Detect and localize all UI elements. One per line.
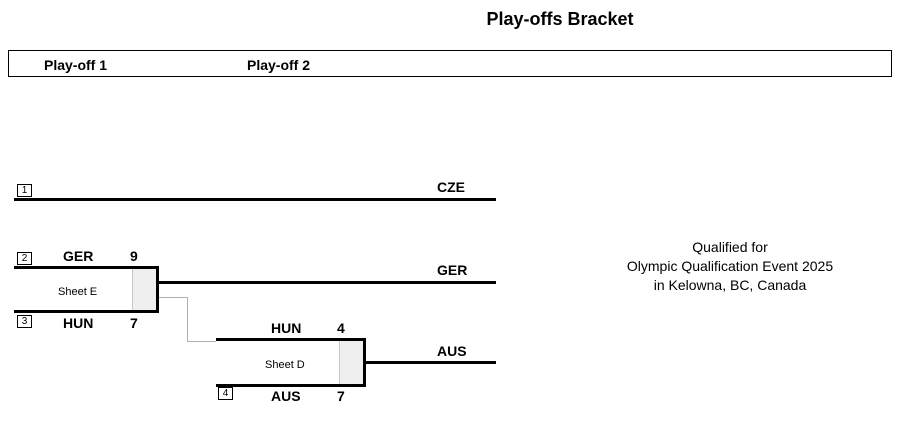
- round-label-playoff-1: Play-off 1: [44, 57, 108, 73]
- qualified-note-line-3: in Kelowna, BC, Canada: [653, 277, 807, 293]
- match2-box: Sheet D: [216, 338, 366, 387]
- seed-number-3: 3: [17, 315, 32, 328]
- bracket-line-ger: [156, 281, 496, 284]
- match2-team-aus: AUS: [271, 388, 301, 404]
- qualified-note: Qualified for Olympic Qualification Even…: [590, 238, 870, 295]
- match2-score-hun: 4: [337, 320, 345, 336]
- result-team-2: GER: [437, 262, 468, 278]
- match1-box: Sheet E: [14, 266, 159, 313]
- seed-number-4: 4: [218, 387, 233, 400]
- seed-number-1: 1: [17, 184, 32, 197]
- result-team-1: CZE: [437, 179, 465, 195]
- round-label-playoff-2: Play-off 2: [247, 57, 311, 73]
- page-title: Play-offs Bracket: [486, 9, 634, 29]
- match1-shade: [132, 269, 156, 310]
- loser-connector-v: [187, 297, 188, 342]
- match2-shade: [339, 341, 363, 384]
- qualified-note-line-2: Olympic Qualification Event 2025: [626, 258, 834, 274]
- qualified-note-line-1: Qualified for: [692, 239, 768, 255]
- loser-connector-h2: [187, 341, 216, 342]
- rounds-header: [8, 50, 892, 77]
- match1-score-hun: 7: [130, 315, 138, 331]
- seed-number-2: 2: [17, 252, 32, 265]
- loser-connector-h: [159, 297, 188, 342]
- match1-score-ger: 9: [130, 248, 138, 264]
- match2-team-hun: HUN: [271, 320, 302, 336]
- result-team-3: AUS: [437, 343, 467, 359]
- bracket-line-cze: [14, 198, 496, 201]
- bracket-line-aus: [363, 361, 496, 364]
- match1-sheet: Sheet E: [58, 286, 98, 298]
- match2-score-aus: 7: [337, 388, 345, 404]
- match2-sheet: Sheet D: [265, 359, 305, 371]
- match1-team-ger: GER: [63, 248, 94, 264]
- match1-team-hun: HUN: [63, 315, 94, 331]
